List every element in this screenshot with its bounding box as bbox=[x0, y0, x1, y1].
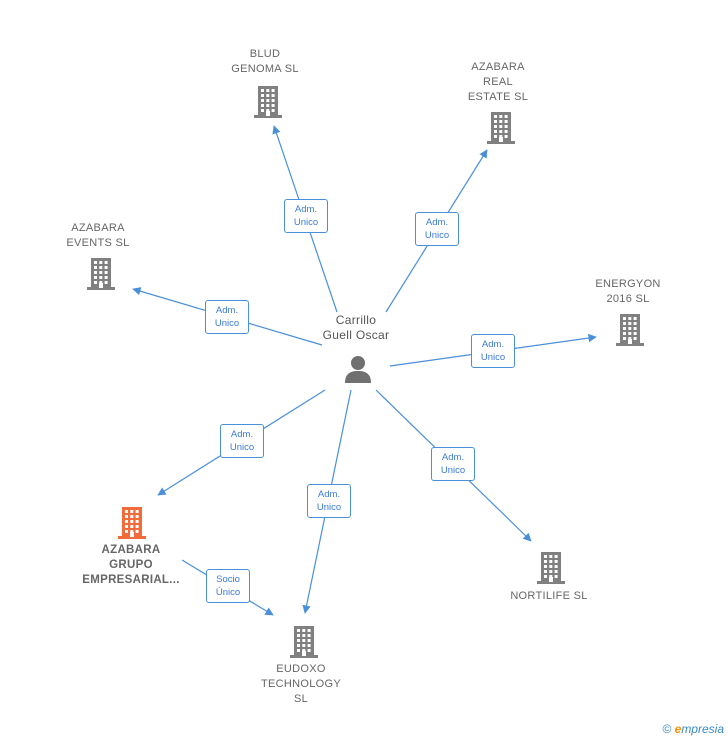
building-icon-highlight[interactable] bbox=[117, 505, 147, 539]
company-label-azabara-grupo[interactable]: AZABARA GRUPO EMPRESARIAL... bbox=[82, 544, 180, 586]
company-label-azabara-events[interactable]: AZABARA EVENTS SL bbox=[66, 222, 130, 249]
copyright-icon: © bbox=[662, 722, 672, 736]
building-icon[interactable] bbox=[536, 550, 566, 584]
company-label-eudoxo[interactable]: EUDOXO TECHNOLOGY SL bbox=[260, 663, 341, 705]
company-label-blud[interactable]: BLUD GENOMA SL bbox=[231, 48, 299, 75]
company-label-azabara-real[interactable]: AZABARA REAL ESTATE SL bbox=[467, 61, 529, 103]
relation-badge-azabara-real[interactable]: Adm. Unico bbox=[415, 212, 459, 246]
building-icon[interactable] bbox=[253, 84, 283, 118]
person-name[interactable]: Carrillo Guell Oscar bbox=[322, 313, 390, 342]
company-label-nortilife[interactable]: NORTILIFE SL bbox=[510, 590, 588, 602]
building-icon[interactable] bbox=[289, 624, 319, 658]
building-icon[interactable] bbox=[615, 312, 645, 346]
brand-logo-e: e bbox=[674, 722, 682, 736]
relation-badge-blud[interactable]: Adm. Unico bbox=[284, 199, 328, 233]
building-icon[interactable] bbox=[486, 110, 516, 144]
relation-badge-nortilife[interactable]: Adm. Unico bbox=[431, 447, 475, 481]
relation-badge-azabara-grupo[interactable]: Adm. Unico bbox=[220, 424, 264, 458]
footer-brand[interactable]: © empresia bbox=[662, 722, 724, 736]
person-icon[interactable] bbox=[343, 354, 373, 384]
relation-badge-grupo-eudoxo[interactable]: Socio Único bbox=[206, 569, 250, 603]
relation-badge-energyon[interactable]: Adm. Unico bbox=[471, 334, 515, 368]
brand-name: mpresia bbox=[681, 722, 724, 736]
relation-badge-azabara-events[interactable]: Adm. Unico bbox=[205, 300, 249, 334]
relation-badge-eudoxo[interactable]: Adm. Unico bbox=[307, 484, 351, 518]
company-label-energyon[interactable]: ENERGYON 2016 SL bbox=[595, 278, 661, 305]
building-icon[interactable] bbox=[86, 256, 116, 290]
